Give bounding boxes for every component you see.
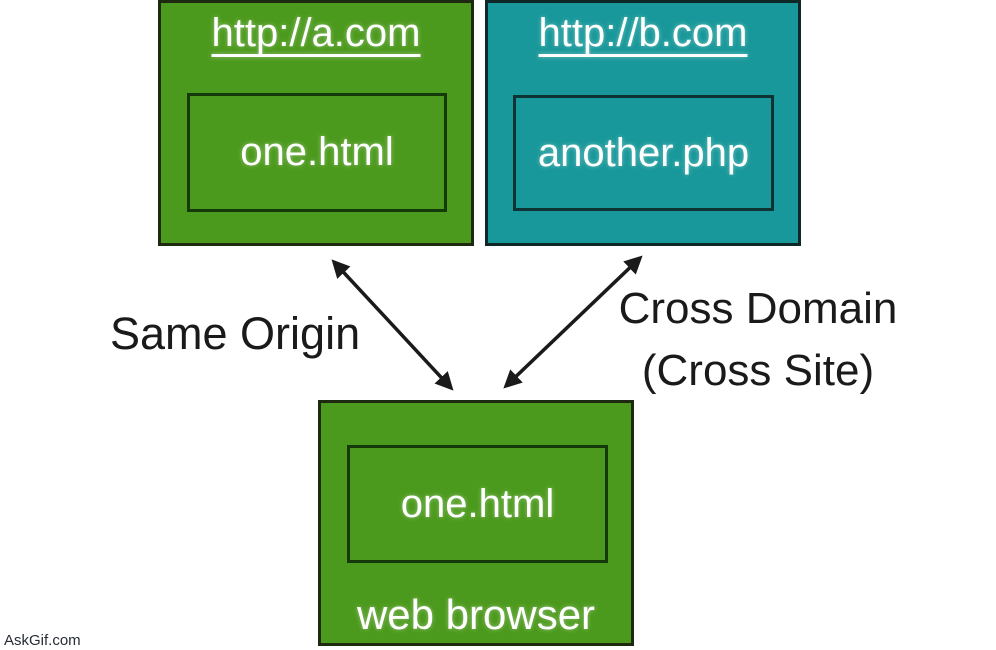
same-origin-label: Same Origin — [110, 308, 361, 359]
site-b-url: http://b.com — [538, 11, 748, 55]
cross-domain-label-line2: (Cross Site) — [641, 346, 875, 395]
site-b-file-box: another.php — [513, 95, 774, 211]
web-browser-box: one.html web browser — [318, 400, 634, 646]
site-b-box: http://b.com another.php — [485, 0, 801, 246]
site-b-file-label: another.php — [537, 130, 750, 175]
browser-file-label: one.html — [400, 481, 555, 526]
site-a-file-box: one.html — [187, 93, 447, 212]
site-a-box: http://a.com one.html — [158, 0, 474, 246]
site-a-url: http://a.com — [211, 11, 421, 55]
browser-file-box: one.html — [347, 445, 608, 563]
cross-domain-label-line1: Cross Domain — [618, 284, 898, 333]
site-a-file-label: one.html — [240, 130, 394, 174]
web-browser-caption: web browser — [356, 591, 596, 638]
cross-domain-label: Cross Domain (Cross Site) — [598, 278, 918, 402]
watermark: AskGif.com — [4, 632, 81, 649]
